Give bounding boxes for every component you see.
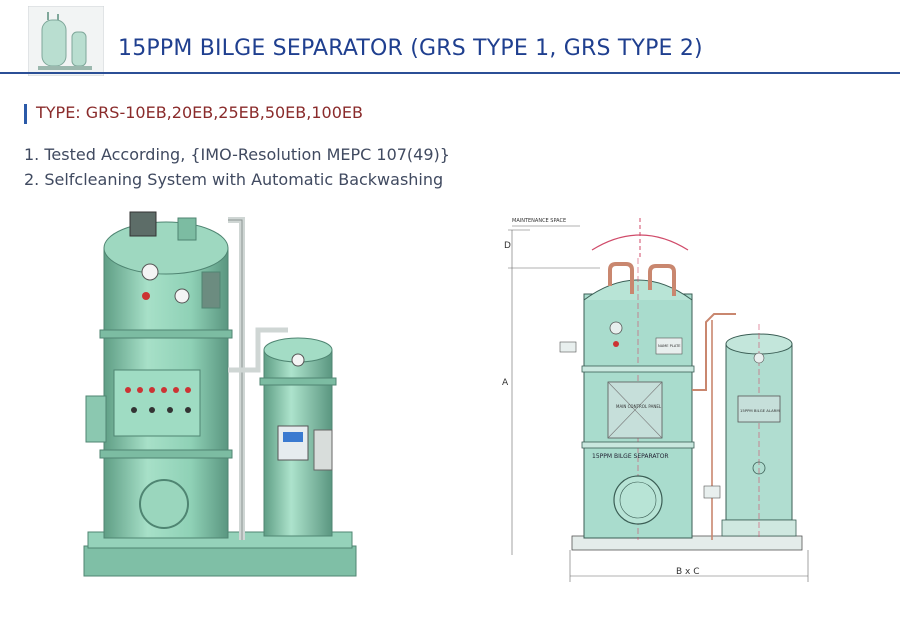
dimension-d-label: D — [504, 241, 511, 251]
separator-drawing: MAINTENANCE SPACE D A B x C NAME PLATE M… — [502, 218, 809, 582]
maintenance-space-label: MAINTENANCE SPACE — [512, 218, 566, 224]
type-marker-bar — [24, 104, 27, 124]
feature-list: 1. Tested According, {IMO-Resolution MEP… — [24, 142, 450, 192]
title-divider — [0, 72, 900, 74]
separator-thumbnail-icon — [28, 6, 104, 76]
separator-photo — [83, 211, 357, 577]
type-line: TYPE: GRS-10EB,20EB,25EB,50EB,100EB — [36, 103, 363, 122]
separator-drawing-label: 15PPM BILGE SEPARATOR — [592, 453, 669, 460]
feature-item: 2. Selfcleaning System with Automatic Ba… — [24, 170, 444, 189]
dimension-a-label: A — [502, 378, 509, 388]
control-panel-label: MAIN CONTROL PANEL — [616, 404, 662, 409]
page-title: 15PPM BILGE SEPARATOR (GRS TYPE 1, GRS T… — [118, 36, 703, 61]
feature-item: 1. Tested According, {IMO-Resolution MEP… — [24, 145, 450, 164]
alarm-label: 15PPM BILGE ALARM — [740, 408, 780, 413]
name-plate-label: NAME PLATE — [658, 344, 681, 348]
dimension-bxc-label: B x C — [676, 567, 700, 577]
